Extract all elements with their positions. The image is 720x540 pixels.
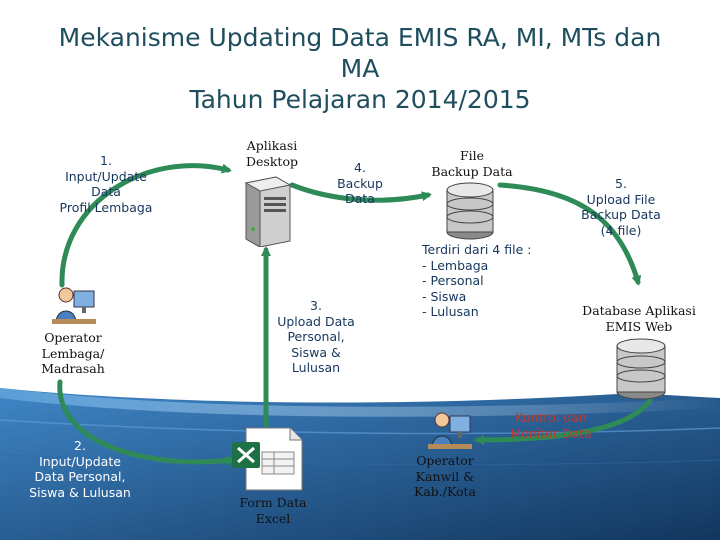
operator-kanwil-icon [428, 410, 472, 454]
title-line-1: Mekanisme Updating Data EMIS RA, MI, MTs… [58, 23, 662, 52]
page-title: Mekanisme Updating Data EMIS RA, MI, MTs… [40, 22, 680, 115]
operator-icon [52, 285, 96, 329]
label-file-backup: File Backup Data [431, 148, 513, 179]
label-step2: 2. Input/Update Data Personal, Siswa & L… [29, 438, 131, 500]
label-aplikasi-desktop: Aplikasi Desktop [246, 138, 298, 169]
label-step4: 4. Backup Data [337, 160, 383, 206]
excel-file-icon [232, 426, 304, 496]
file-list: Terdiri dari 4 file : - Lembaga - Person… [422, 242, 582, 320]
label-step5: 5. Upload File Backup Data (4 file) [581, 176, 661, 238]
file-list-title: Terdiri dari 4 file : [422, 242, 532, 257]
file-list-item-personal: - Personal [422, 273, 484, 288]
arrow-kontrol [474, 397, 653, 445]
label-operator-kanwil: Operator Kanwil & Kab./Kota [414, 453, 476, 499]
arrow-step1 [59, 163, 232, 288]
file-list-item-lulusan: - Lulusan [422, 304, 479, 319]
label-database-web: Database Aplikasi EMIS Web [582, 303, 696, 334]
label-kontrol: Kontrol dan Monitor Data [510, 410, 592, 441]
arrow-step4 [289, 182, 432, 203]
file-list-item-lembaga: - Lembaga [422, 257, 489, 273]
label-operator-lembaga: Operator Lembaga/ Madrasah [41, 330, 105, 376]
arrow-step5 [497, 182, 642, 286]
title-line-3: Tahun Pelajaran 2014/2015 [189, 85, 531, 114]
database-web-icon [615, 338, 667, 404]
title-line-2: MA [340, 54, 380, 83]
database-icon [445, 182, 495, 244]
label-form-data: Form Data Excel [239, 495, 307, 526]
server-icon [236, 175, 292, 251]
file-list-item-siswa: - Siswa [422, 288, 467, 304]
label-step1: 1. Input/Update Data Profil Lembaga [59, 153, 153, 215]
arrow-step2 [57, 379, 236, 466]
label-step3: 3. Upload Data Personal, Siswa & Lulusan [277, 298, 355, 375]
